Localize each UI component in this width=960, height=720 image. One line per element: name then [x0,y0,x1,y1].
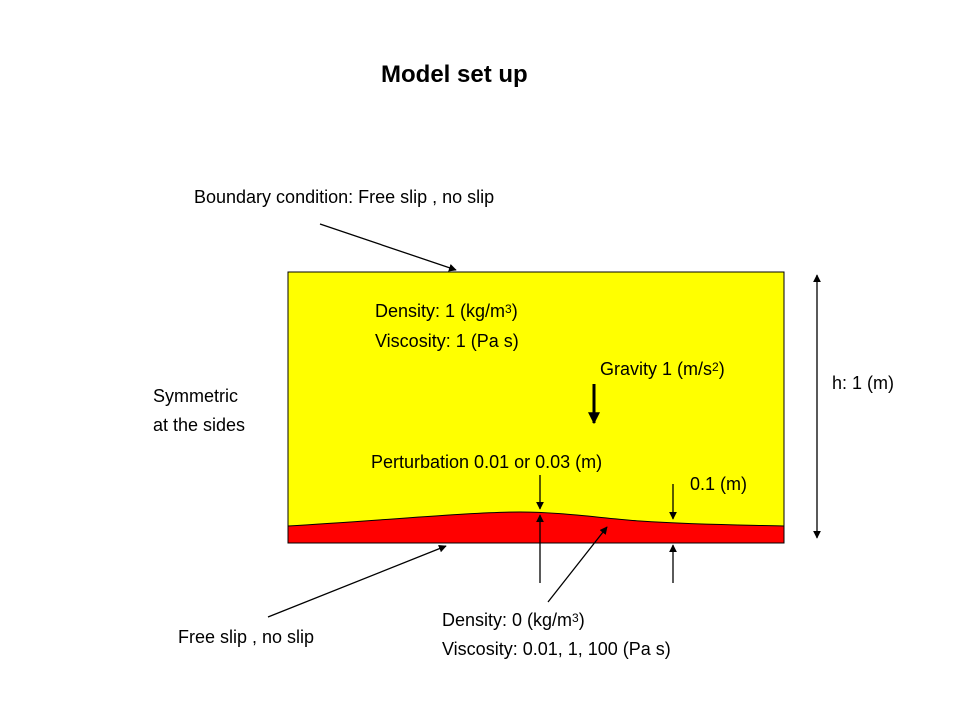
upper-density-text: Density: 1 (kg/m [375,301,506,321]
lower-density-close: ) [578,610,585,630]
bottom-boundary-label: Free slip , no slip [178,627,315,647]
lower-density-exponent: 3 [572,611,579,625]
sides-label-line1: Symmetric [153,386,238,406]
sides-label-line2: at the sides [153,415,246,435]
top-boundary-label: Boundary condition: Free slip , no slip [194,187,495,207]
lower-layer [287,511,785,544]
page-title: Model set up [381,61,528,88]
upper-density-label: Density: 1 (kg/m3) [375,300,518,322]
lower-layer-label-arrow [547,526,608,603]
gravity-text: Gravity 1 (m/s [600,359,713,379]
lower-viscosity-label: Viscosity: 0.01, 1, 100 (Pa s) [442,639,671,659]
bottom-boundary-arrow [267,544,447,618]
top-boundary-arrow [319,223,457,272]
gravity-exponent: 2 [712,360,719,374]
gravity-close: ) [718,359,725,379]
upper-layer-box [287,271,785,544]
lower-density-label: Density: 0 (kg/m3) [442,609,585,631]
lower-density-text: Density: 0 (kg/m [442,610,573,630]
perturbation-label: Perturbation 0.01 or 0.03 (m) [371,452,603,472]
gravity-label: Gravity 1 (m/s2) [600,358,725,380]
upper-density-close: ) [511,301,518,321]
thickness-label: 0.1 (m) [690,474,748,494]
upper-viscosity-label: Viscosity: 1 (Pa s) [375,331,519,351]
upper-density-exponent: 3 [505,302,512,316]
height-label: h: 1 (m) [832,373,895,393]
